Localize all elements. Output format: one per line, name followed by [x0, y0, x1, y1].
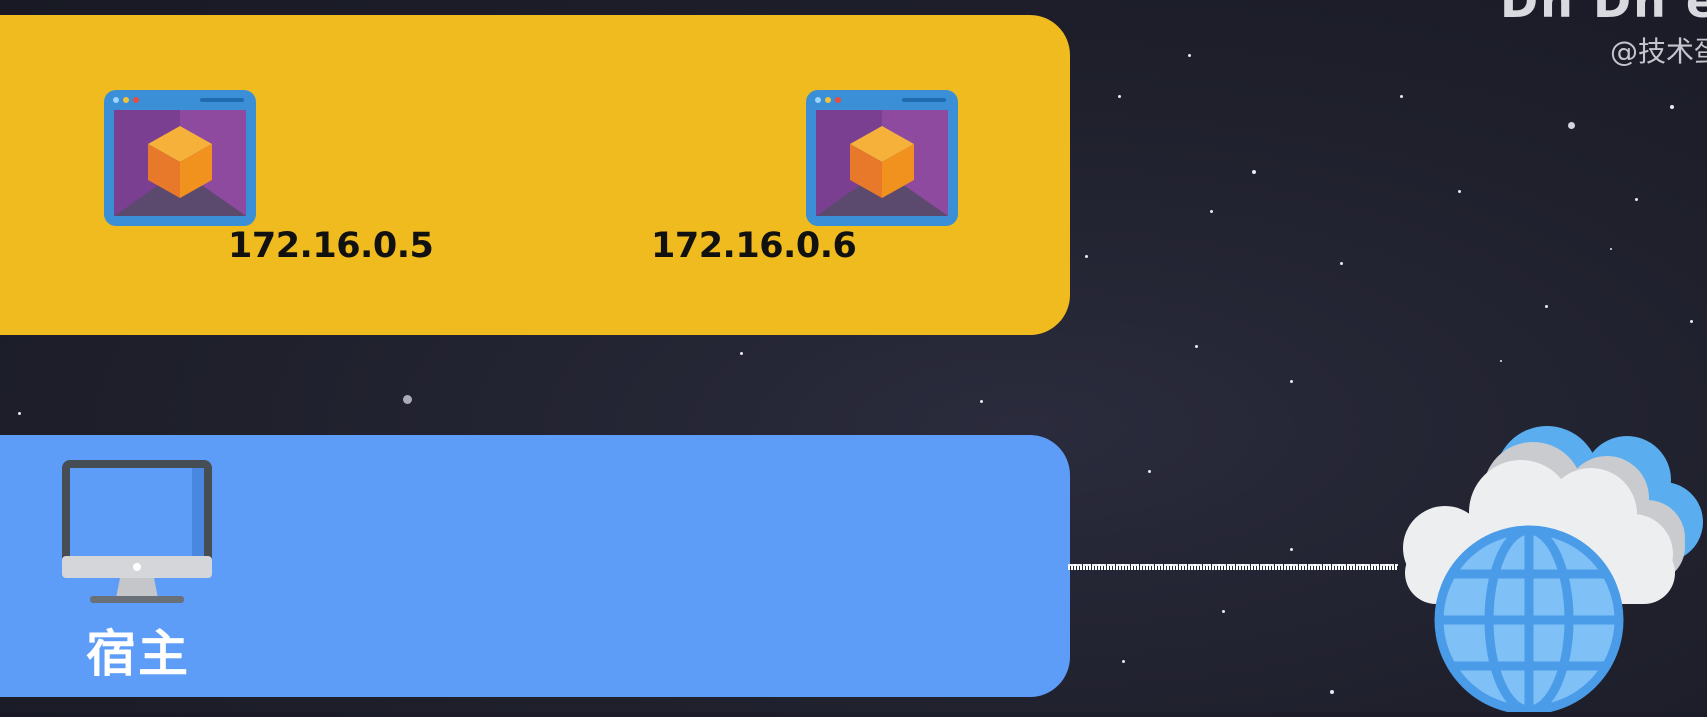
container-window-icon	[104, 90, 256, 226]
container-ip-label: 172.16.0.6	[651, 226, 857, 266]
cloud-globe-icon	[1385, 412, 1707, 715]
network-link-line	[1068, 564, 1398, 570]
monitor-icon	[60, 460, 214, 605]
container-window-icon	[806, 90, 958, 226]
host-label: 宿主	[86, 625, 190, 683]
watermark: @技术蛋	[1610, 35, 1707, 68]
container-ip-label: 172.16.0.5	[228, 226, 434, 266]
brand-fragment: Dh Dh e	[1500, 0, 1707, 28]
